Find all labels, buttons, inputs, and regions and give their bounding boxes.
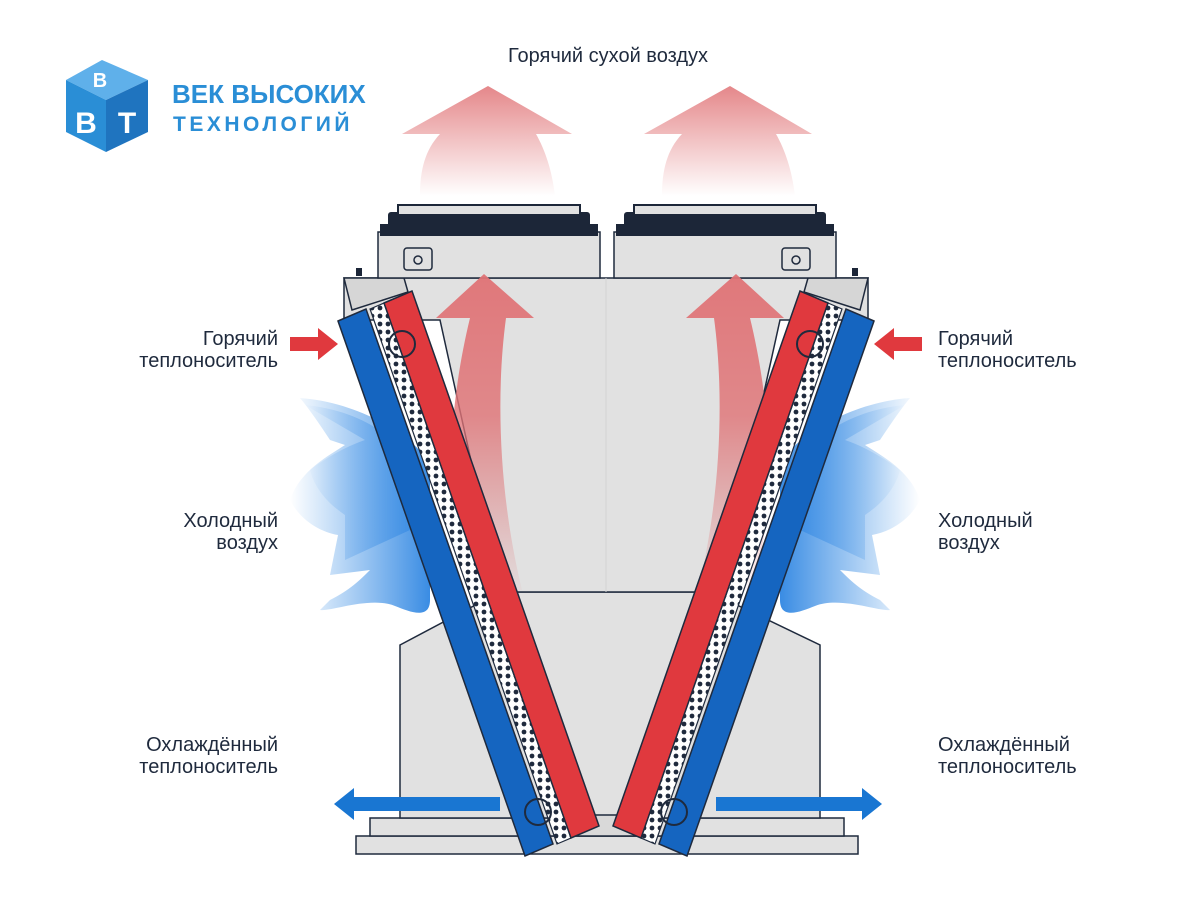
coil-left-cold-section [337,307,554,858]
logo-line1: ВЕК ВЫСОКИХ [172,79,366,109]
coil-left-hot-section [383,289,600,840]
cooled-coolant-right-label-line1: Охлаждённый [938,734,1070,756]
coil-left-outlet-port [524,798,552,826]
cooled-coolant-left-label-line2: теплоноситель [139,756,278,778]
hot-coolant-right-label-line2: теплоноситель [938,350,1077,372]
fan-right [613,204,858,279]
cold-air-right-label-line2: воздух [938,532,1000,554]
hot-air-exhaust-left-arrow [402,86,572,196]
hot-coolant-left-label-line1: Горячий [203,328,278,350]
cooled-coolant-left-label-line1: Охлаждённый [146,734,278,756]
hot-coolant-right-label-line1: Горячий [938,328,1013,350]
cold-air-left-label-line1: Холодный [183,510,278,532]
cooled-coolant-out-left-arrow [334,788,500,820]
cold-air-right-label-line1: Холодный [938,510,1033,532]
coil-right-outlet-port [660,798,688,826]
logo-glyph-right: Т [118,107,136,140]
coil-right-inlet-port [796,330,824,358]
coil-right-cold-section [658,307,875,858]
cold-air-left-label-line2: воздух [216,532,278,554]
logo-line2: ТЕХНОЛОГИЙ [173,112,353,136]
logo-glyph-top: В [93,70,107,92]
hot-air-exhaust-right-arrow [644,86,812,196]
base-plate [355,835,859,855]
hot-coolant-left-label-line2: теплоноситель [139,350,278,372]
cooled-coolant-out-right-arrow [716,788,882,820]
hot-coolant-in-left-arrow [290,328,338,360]
fan-left [356,204,601,279]
coil-right-hot-section [612,289,829,840]
coil-left-inlet-port [388,330,416,358]
heat-exchanger-coil-left [337,289,600,858]
cooled-coolant-right-label-line2: теплоноситель [938,756,1077,778]
hot-dry-air-label: Горячий сухой воздух [508,45,708,67]
logo-cube-icon: В В Т [66,60,148,152]
hot-coolant-in-right-arrow [874,328,922,360]
logo-glyph-left: В [75,107,97,140]
heat-exchanger-coil-right [612,289,875,858]
company-logo: В В Т ВЕК ВЫСОКИХ ТЕХНОЛОГИЙ [66,60,366,152]
